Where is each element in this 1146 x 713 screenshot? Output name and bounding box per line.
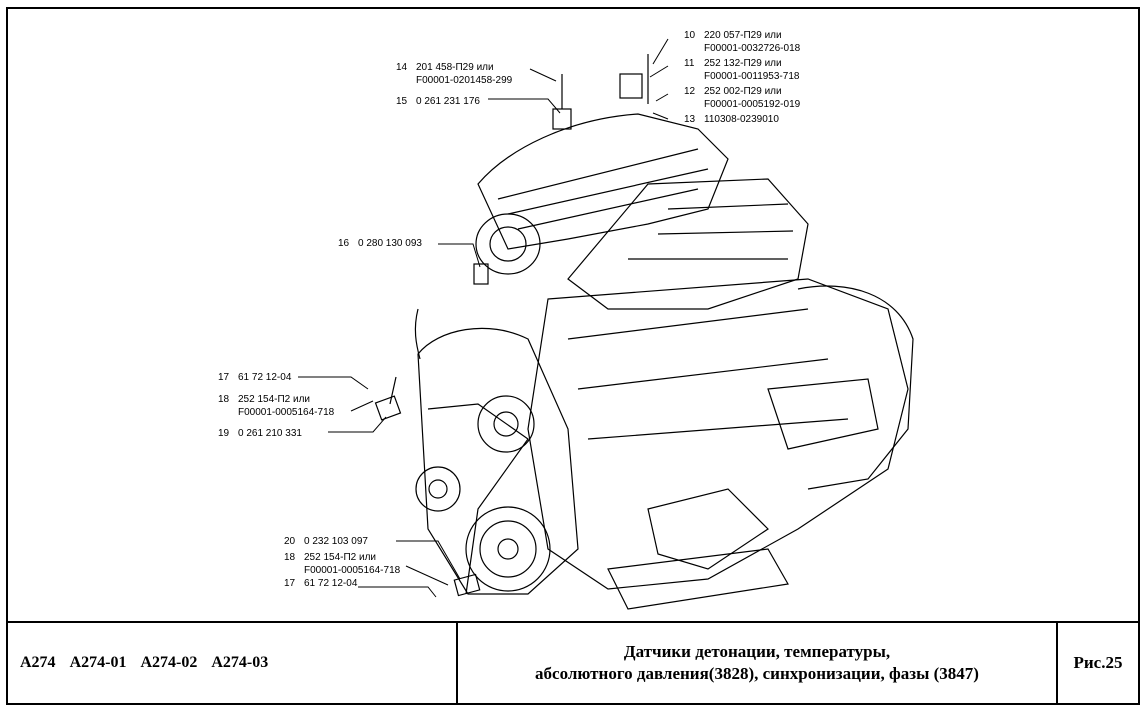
model-code: А274-03	[211, 654, 269, 671]
model-code: А274-02	[140, 654, 198, 671]
title-block: А274 А274-01 А274-02 А274-03 Датчики дет…	[8, 621, 1138, 703]
model-list: А274 А274-01 А274-02 А274-03	[8, 623, 458, 703]
leader-lines	[298, 38, 669, 598]
figure-title: Датчики детонации, температуры, абсолютн…	[458, 623, 1058, 703]
figure-number: Рис.25	[1073, 653, 1123, 672]
engine-illustration	[298, 38, 914, 610]
model-code: А274	[20, 654, 56, 671]
figure-title-line-1: Датчики детонации, температуры,	[623, 642, 891, 661]
figure-title-line-2: абсолютного давления(3828), синхронизаци…	[535, 664, 979, 683]
engine-outline	[374, 54, 914, 610]
model-code: А274-01	[69, 654, 127, 671]
